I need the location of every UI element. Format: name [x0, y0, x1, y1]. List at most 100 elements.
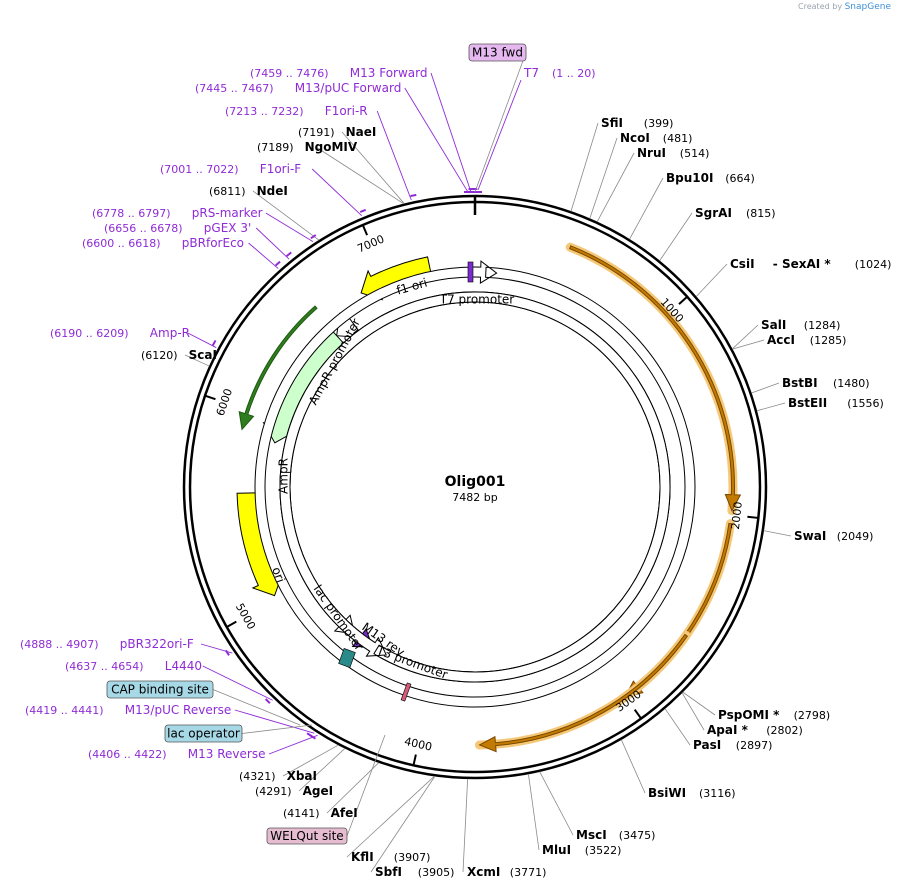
primer-leader-line	[248, 242, 279, 269]
enzyme-name: AgeI	[303, 784, 333, 798]
enzyme-name: MluI	[542, 843, 571, 857]
orf-arc-3-halo	[475, 630, 691, 750]
enzyme-leader-line	[629, 177, 664, 240]
enzyme-name: NcoI	[620, 131, 650, 145]
primer-leader-line	[187, 332, 217, 348]
enzyme-name: BstBI	[782, 376, 818, 390]
primer-range: (6656 .. 6678)	[104, 222, 183, 235]
enzyme-leader-line	[751, 382, 780, 394]
enzyme-name: NaeI	[346, 125, 377, 139]
feature-box	[468, 43, 527, 62]
enzyme-leader-line	[695, 263, 728, 297]
enzyme-position: (6811)	[209, 185, 246, 198]
primer-leader-line	[404, 87, 469, 194]
primer-range: (7001 .. 7022)	[160, 163, 239, 176]
t7-promoter-arrow	[254, 260, 696, 708]
primer-leader-line	[234, 709, 315, 734]
enzyme-position: (1285)	[810, 334, 847, 347]
enzyme-leader-line	[184, 354, 210, 367]
orf-arc-1	[568, 245, 742, 512]
primer-site-mark	[224, 649, 230, 656]
backbone-outer-strand	[182, 194, 768, 780]
label-leader-lines	[184, 52, 792, 873]
t7-primer-site	[467, 261, 474, 283]
enzyme-position: (3771)	[510, 866, 547, 879]
t3-promoter-arrow	[279, 291, 671, 683]
feature-box-label: lac operator	[167, 727, 240, 741]
primer-site-mark	[410, 193, 417, 198]
enzyme-position: (7189)	[257, 141, 294, 154]
enzyme-position: (4141)	[283, 807, 320, 820]
primer-range: (7459 .. 7476)	[250, 67, 329, 80]
enzyme-leader-line	[596, 152, 635, 222]
enzyme-position: (3475)	[619, 829, 656, 842]
plasmid-backbone	[182, 194, 768, 780]
enzyme-leader-line	[252, 190, 320, 241]
enzyme-name-secondary: - SexAI *	[773, 257, 832, 271]
enzyme-name: AccI	[767, 333, 795, 347]
enzyme-name: ScaI	[189, 348, 217, 362]
enzyme-leader-line	[298, 748, 346, 792]
ruler-tick	[633, 709, 642, 720]
primer-leader-line	[265, 212, 314, 243]
enzyme-leader-line	[370, 776, 436, 873]
primer-name: pGEX 3'	[204, 221, 251, 235]
feature-box-label: WELQut site	[270, 829, 343, 843]
feature-label: AmpR	[277, 458, 291, 494]
primer-range: (4419 .. 4441)	[25, 704, 104, 717]
enzyme-position: (664)	[725, 172, 755, 185]
primer-name: F1ori-F	[260, 162, 301, 176]
primer-name: pBR322ori-F	[120, 637, 194, 651]
enzyme-name: AfeI	[331, 806, 358, 820]
primer-site-mark	[310, 234, 317, 240]
enzyme-name: BstEII	[788, 396, 827, 410]
enzyme-leader-line	[756, 402, 786, 412]
primer-site-mark	[309, 734, 316, 740]
enzyme-leader-line	[732, 339, 765, 350]
enzyme-position: (399)	[644, 117, 674, 130]
feature-label: ori	[269, 565, 287, 584]
box-leader-line	[474, 52, 527, 193]
enzyme-position: (2802)	[766, 724, 803, 737]
plasmid-length: 7482 bp	[452, 491, 497, 504]
enzyme-leader-line	[341, 131, 405, 204]
enzyme-position: (1556)	[847, 397, 884, 410]
feature-box-label: M13 fwd	[472, 46, 523, 60]
primer-name: pRS-marker	[192, 206, 263, 220]
enzyme-leader-line	[539, 771, 574, 836]
primer-name: M13 Reverse	[188, 747, 266, 761]
enzyme-name: BsiWI	[648, 786, 686, 800]
enzyme-position: (7191)	[298, 126, 335, 139]
primer-name: M13/pUC Forward	[295, 81, 402, 95]
feature-label: T7 promoter	[439, 293, 515, 307]
lac-operator-box	[338, 648, 356, 668]
enzyme-position: (3905)	[418, 866, 455, 879]
ruler-tick	[204, 394, 216, 401]
enzyme-name: SalI	[761, 318, 786, 332]
enzyme-name: PspOMI *	[718, 708, 780, 722]
enzyme-leader-line	[346, 775, 435, 858]
enzyme-position: (2049)	[837, 530, 874, 543]
enzyme-name: CsiI	[730, 257, 755, 271]
ruler-tick-label: 5000	[233, 601, 258, 632]
primer-leader-line	[376, 110, 412, 201]
orf-arc-3	[478, 633, 689, 753]
primer-leader-line	[268, 734, 318, 755]
enzyme-position: (2798)	[794, 709, 831, 722]
enzyme-name: ApaI *	[707, 723, 749, 737]
enzyme-name: KflI	[351, 850, 374, 864]
enzyme-name: SfiI	[601, 116, 623, 130]
primer-name: pBRforEco	[182, 236, 244, 250]
feature-box	[106, 680, 214, 699]
ruler-tick	[412, 754, 417, 766]
primer-range: (4637 .. 4654)	[65, 660, 144, 673]
primer-range: (7213 .. 7232)	[225, 105, 304, 118]
primer-name: L4440	[165, 659, 202, 673]
enzyme-name: XcmI	[467, 865, 500, 879]
primer-site-mark	[264, 698, 271, 704]
enzyme-position: (3522)	[585, 844, 622, 857]
created-by-credit: Created by SnapGene	[798, 2, 891, 12]
primer-range: (1 .. 20)	[552, 67, 596, 80]
primer-site-mark	[285, 251, 292, 257]
